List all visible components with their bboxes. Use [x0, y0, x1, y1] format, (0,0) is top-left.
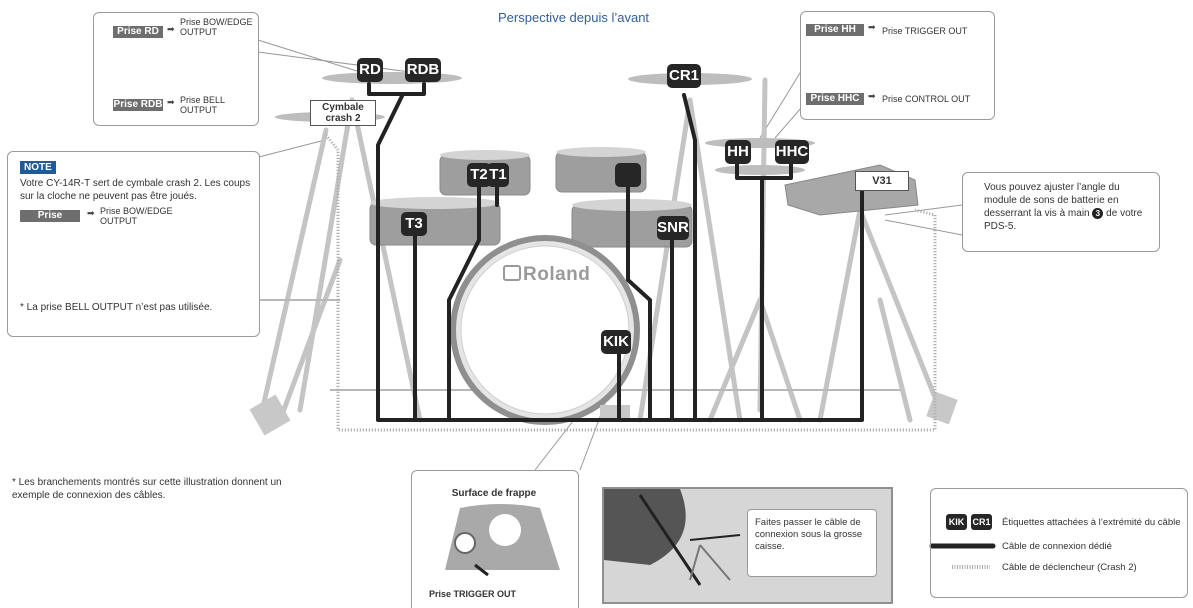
module-angle-text-post: de votre PDS-5.	[984, 208, 1143, 232]
module-angle-text: Vous pouvez ajuster l’angle du module de…	[984, 181, 1154, 233]
tag-hhc: HHC	[775, 140, 809, 164]
note-jack-tag: Prise	[20, 210, 80, 222]
legend-tags-text: Étiquettes attachées à l’extrémité du câ…	[1002, 517, 1181, 528]
note-jack-text: Prise BOW/EDGE OUTPUT	[100, 206, 173, 226]
hihat-trigger-out-text: Prise TRIGGER OUT	[882, 26, 968, 36]
tag-kik: KIK	[601, 330, 631, 354]
module-angle-box	[962, 172, 1160, 252]
note-badge: NOTE	[20, 161, 56, 174]
legend-tag-cr1: CR1	[971, 514, 992, 530]
legend-trigger-text: Câble de déclencheur (Crash 2)	[1002, 562, 1137, 573]
tag-blank	[615, 163, 641, 187]
hihat-control-jack-tag: Prise HHC	[806, 93, 864, 105]
roland-logo-mark-icon	[503, 265, 521, 281]
hihat-jack-tag: Prise HH	[806, 24, 864, 36]
cable-photo-frame	[602, 487, 893, 604]
tag-snr: SNR	[657, 216, 689, 240]
legend-tag-kik: KIK	[946, 514, 967, 530]
ride-jack-tag: Prise RD	[113, 26, 163, 38]
tag-hh: HH	[725, 140, 751, 164]
tag-rd: RD	[357, 58, 383, 82]
ride-bell-jack-tag: Prise RDB	[113, 99, 163, 111]
page-title: Perspective depuis l’avant	[498, 10, 650, 25]
arrow-right-icon: ➡	[167, 24, 175, 34]
ride-bow-edge-output-text: Prise BOW/EDGE OUTPUT	[180, 17, 253, 37]
note-box	[7, 151, 260, 337]
module-label: V31	[855, 171, 909, 191]
ride-bell-output-text: Prise BELL OUTPUT	[180, 95, 225, 115]
module-angle-text-pre: Vous pouvez ajuster l’angle du module de…	[984, 182, 1120, 219]
connection-footnote: * Les branchements montrés sur cette ill…	[12, 477, 282, 501]
crash2-label: Cymbale crash 2	[310, 100, 376, 126]
cable-instruction-text: Faites passer le câble de connexion sous…	[755, 517, 863, 552]
kick-trigger-out-label: Prise TRIGGER OUT	[429, 589, 517, 599]
arrow-right-icon: ➡	[167, 97, 175, 107]
tag-rdb: RDB	[405, 58, 441, 82]
note-footnote: * La prise BELL OUTPUT n’est pas utilisé…	[20, 302, 213, 313]
kick-surface-box	[411, 470, 579, 608]
cable-instruction-box	[747, 509, 877, 577]
legend-dedicated-text: Câble de connexion dédié	[1002, 541, 1112, 552]
step-3-icon: 3	[1092, 208, 1104, 219]
roland-logo-text: Roland	[523, 264, 591, 285]
note-text: Votre CY-14R-T sert de cymbale crash 2. …	[20, 178, 251, 202]
hihat-control-out-text: Prise CONTROL OUT	[882, 94, 971, 104]
tag-cr1: CR1	[667, 64, 701, 88]
arrow-right-icon: ➡	[868, 91, 876, 101]
kick-surface-title: Surface de frappe	[451, 488, 537, 499]
legend-box	[930, 488, 1188, 598]
arrow-right-icon: ➡	[87, 208, 95, 218]
arrow-right-icon: ➡	[868, 22, 876, 32]
tag-t1: T1	[487, 163, 509, 187]
roland-logo: Roland	[503, 264, 590, 286]
tag-t3: T3	[401, 212, 427, 236]
